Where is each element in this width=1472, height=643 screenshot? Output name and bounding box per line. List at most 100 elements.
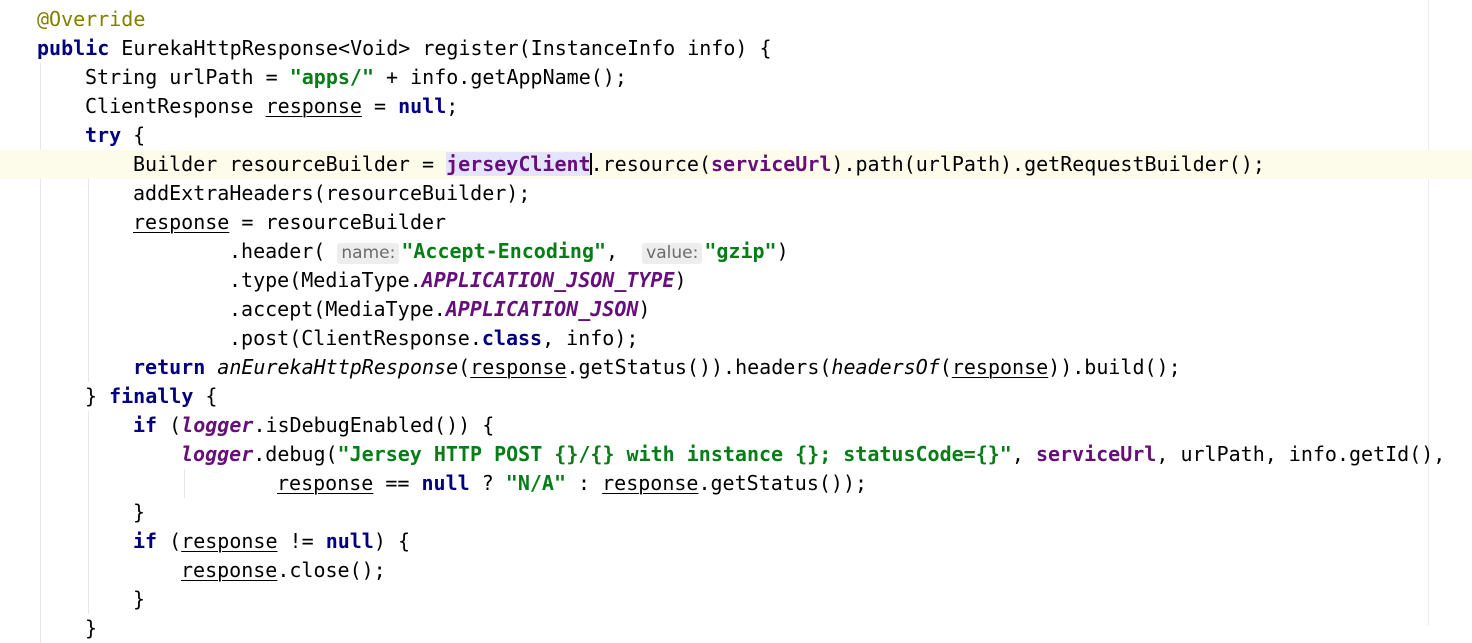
code-text: .accept(MediaType.APPLICATION_JSON)	[229, 295, 650, 324]
code-token: , info);	[542, 326, 639, 350]
text-caret	[589, 153, 592, 175]
code-token: .header(	[229, 239, 338, 263]
code-token: ) {	[373, 529, 410, 553]
code-text: }	[133, 585, 145, 614]
code-token: ?	[469, 471, 506, 495]
code-text: response == null ? "N/A" : response.getS…	[277, 469, 867, 498]
code-text: .header( name:"Accept-Encoding", value:"…	[229, 237, 789, 266]
code-token: }	[85, 616, 98, 640]
code-text: @Override	[37, 5, 145, 34]
code-line[interactable]: try {	[0, 121, 1472, 150]
code-token: null	[421, 471, 470, 495]
code-token: String urlPath =	[85, 65, 290, 89]
code-token: "gzip"	[704, 239, 777, 263]
code-token: if	[133, 529, 158, 553]
code-text: response = resourceBuilder	[133, 208, 446, 237]
code-text: response.close();	[181, 556, 386, 585]
indent-guide	[40, 63, 41, 643]
code-line[interactable]: response = resourceBuilder	[0, 208, 1472, 237]
code-line[interactable]: if (response != null) {	[0, 527, 1472, 556]
code-token: response	[470, 355, 567, 379]
code-token: ).path(urlPath).getRequestBuilder();	[831, 152, 1265, 176]
code-token: class	[481, 326, 543, 350]
code-token: )	[776, 239, 789, 263]
code-token: }	[133, 587, 146, 611]
code-line[interactable]: .header( name:"Accept-Encoding", value:"…	[0, 237, 1472, 266]
code-line[interactable]: public EurekaHttpResponse<Void> register…	[0, 34, 1472, 63]
code-token: jerseyClient	[446, 152, 591, 176]
code-token: EurekaHttpResponse<Void> register(Instan…	[109, 36, 772, 60]
code-line[interactable]: if (logger.isDebugEnabled()) {	[0, 411, 1472, 440]
code-line-current[interactable]: Builder resourceBuilder = jerseyClient.r…	[0, 150, 1472, 179]
code-token: response	[951, 355, 1049, 379]
code-token: if	[133, 413, 158, 437]
parameter-hint: value:	[642, 243, 703, 264]
code-token: , urlPath, info.getId(),	[1156, 442, 1446, 466]
code-token: :	[566, 471, 603, 495]
code-line[interactable]: response.close();	[0, 556, 1472, 585]
code-line[interactable]: } finally {	[0, 382, 1472, 411]
code-token: .close();	[277, 558, 386, 582]
code-token: + info.getAppName();	[374, 65, 627, 89]
code-token: }	[133, 500, 146, 524]
code-token: )	[638, 297, 651, 321]
code-line[interactable]: }	[0, 614, 1472, 643]
code-token: logger	[181, 413, 254, 437]
code-token: response	[181, 558, 278, 582]
parameter-hint: name:	[337, 243, 400, 264]
code-token: try	[85, 123, 122, 147]
code-token: .type(MediaType.	[229, 268, 422, 292]
code-token: @Override	[37, 7, 146, 31]
code-token: Builder resourceBuilder =	[133, 152, 447, 176]
code-line[interactable]: }	[0, 498, 1472, 527]
code-token: (	[458, 355, 471, 379]
code-line[interactable]: .accept(MediaType.APPLICATION_JSON)	[0, 295, 1472, 324]
code-token: "Accept-Encoding"	[401, 239, 607, 263]
code-token: .post(ClientResponse.	[229, 326, 482, 350]
right-margin-guide	[1428, 0, 1429, 625]
code-token: anEurekaHttpResponse	[217, 355, 459, 379]
code-token: APPLICATION_JSON_TYPE	[421, 268, 675, 292]
code-token: return	[133, 355, 206, 379]
code-token: "Jersey HTTP POST {}/{} with instance {}…	[337, 442, 1012, 466]
code-token: ClientResponse	[85, 94, 266, 118]
code-token: public	[37, 36, 110, 60]
indent-guide	[88, 411, 89, 614]
code-token: finally	[109, 384, 194, 408]
code-text: .type(MediaType.APPLICATION_JSON_TYPE)	[229, 266, 687, 295]
code-text: if (response != null) {	[133, 527, 410, 556]
code-line[interactable]: response == null ? "N/A" : response.getS…	[0, 469, 1472, 498]
code-line[interactable]: addExtraHeaders(resourceBuilder);	[0, 179, 1472, 208]
code-line[interactable]: }	[0, 585, 1472, 614]
code-token: ,	[606, 239, 643, 263]
code-token: {	[121, 123, 146, 147]
indent-guide	[184, 469, 185, 498]
code-token: .isDebugEnabled()) {	[253, 413, 495, 437]
code-token: headersOf	[831, 355, 940, 379]
code-line[interactable]: .type(MediaType.APPLICATION_JSON_TYPE)	[0, 266, 1472, 295]
code-line[interactable]: @Override	[0, 5, 1472, 34]
code-token	[205, 355, 217, 379]
code-token: .getStatus());	[698, 471, 868, 495]
code-token: {	[193, 384, 218, 408]
code-text: public EurekaHttpResponse<Void> register…	[37, 34, 772, 63]
code-token: response	[133, 210, 230, 234]
code-token: logger	[181, 442, 254, 466]
code-token: ==	[373, 471, 422, 495]
code-line[interactable]: logger.debug("Jersey HTTP POST {}/{} wit…	[0, 440, 1472, 469]
code-text: } finally {	[85, 382, 217, 411]
code-token: .accept(MediaType.	[229, 297, 446, 321]
code-text: ClientResponse response = null;	[85, 92, 458, 121]
code-line[interactable]: String urlPath = "apps/" + info.getAppNa…	[0, 63, 1472, 92]
code-token: response	[265, 94, 362, 118]
code-text: try {	[85, 121, 145, 150]
code-token: (	[157, 529, 182, 553]
indent-guide	[88, 150, 89, 382]
code-token: ;	[446, 94, 459, 118]
code-line[interactable]: .post(ClientResponse.class, info);	[0, 324, 1472, 353]
code-token: (	[157, 413, 182, 437]
code-token: null	[325, 529, 374, 553]
code-line[interactable]: ClientResponse response = null;	[0, 92, 1472, 121]
code-line[interactable]: return anEurekaHttpResponse(response.get…	[0, 353, 1472, 382]
